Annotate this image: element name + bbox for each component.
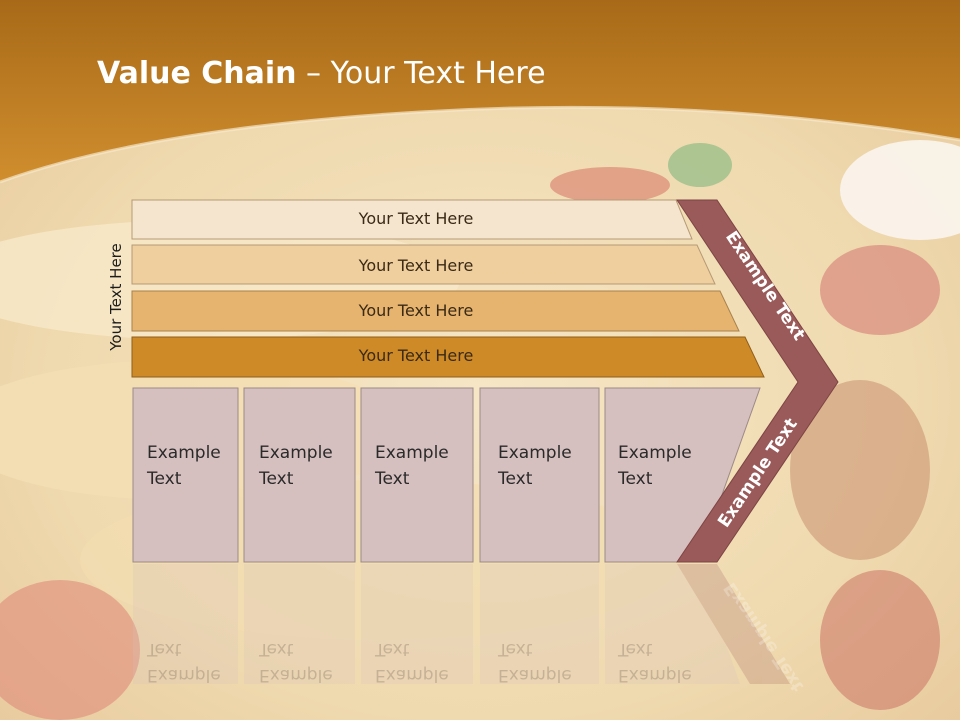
box-1-line1: Example: [147, 443, 221, 463]
reflection-group: [133, 564, 790, 684]
bar-3-label: Your Text Here: [358, 301, 474, 320]
box-4-text: Example Text: [498, 440, 572, 492]
title-rest: – Your Text Here: [296, 56, 546, 91]
box-5-line2: Text: [618, 469, 653, 489]
box-3-line2: Text: [375, 469, 410, 489]
bar-4: [131, 336, 765, 378]
box-2-line1: Example: [259, 443, 333, 463]
bar-2-label: Your Text Here: [358, 256, 474, 275]
box-5-text: Example Text: [618, 440, 692, 492]
box-4-line2: Text: [498, 469, 533, 489]
boxes-group: [132, 387, 761, 563]
bar-4-label: Your Text Here: [358, 346, 474, 365]
box-2-line2: Text: [259, 469, 294, 489]
box-2: [243, 387, 356, 563]
bar-1-label: Your Text Here: [358, 209, 474, 228]
slide-title: Value Chain – Your Text Here: [97, 54, 546, 94]
box-1-text: Example Text: [147, 440, 221, 492]
bar-2: [131, 244, 716, 285]
box-5-line1: Example: [618, 443, 692, 463]
box-1-line2: Text: [147, 469, 182, 489]
box-3: [360, 387, 474, 563]
box-2-text: Example Text: [259, 440, 333, 492]
title-bold: Value Chain: [97, 56, 297, 91]
bar-3: [131, 290, 740, 332]
bars-group: [131, 199, 765, 378]
box-4: [479, 387, 600, 563]
box-3-line1: Example: [375, 443, 449, 463]
chevron-arrow: [676, 199, 839, 563]
bar-1: [131, 199, 693, 240]
box-4-line1: Example: [498, 443, 572, 463]
side-label: Your Text Here: [107, 243, 125, 351]
box-1: [132, 387, 239, 563]
box-3-text: Example Text: [375, 440, 449, 492]
